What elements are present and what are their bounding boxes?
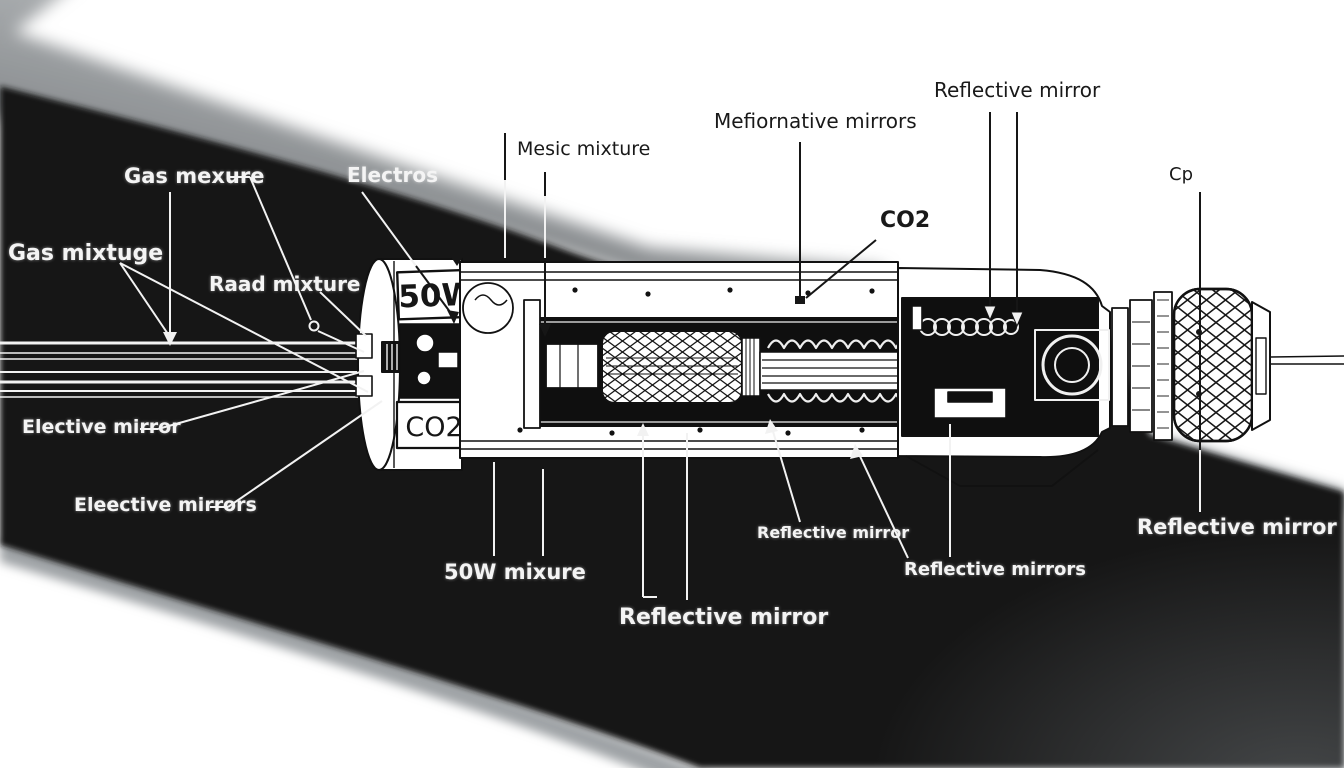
- callout-eleective-mirrors: Eleective mirrors: [74, 494, 257, 516]
- beam-lines: [0, 341, 378, 398]
- callout-cp: Cp: [1169, 164, 1193, 185]
- callout-raad-mixture: Raad mixture: [209, 272, 361, 296]
- callout-mesic-mixture: Mesic mixture: [517, 138, 651, 160]
- callout-reflective-mirror-top: Reflective mirror: [934, 78, 1101, 102]
- tube-body: [459, 261, 969, 459]
- callout-reflective-mirror-right: Reflective mirror: [1137, 515, 1337, 539]
- callout-electros: Electros: [347, 163, 439, 187]
- laser-tube-drawing: 50W CO2: [355, 258, 1344, 487]
- callout-co2: CO2: [880, 208, 931, 233]
- callout-gas-mixtuge: Gas mixtuge: [8, 241, 164, 266]
- callout-mefiornative-mirrors: Mefiornative mirrors: [714, 109, 917, 133]
- knurled-cylinder: [601, 330, 761, 404]
- lens-assembly: [1034, 329, 1110, 401]
- callout-reflective-mirror-mid: Reflective mirror: [757, 523, 910, 542]
- leader-lines-light: [119, 176, 1201, 600]
- knurled-knob: [1111, 287, 1344, 443]
- callout-gas-mexure: Gas mexure: [124, 164, 265, 188]
- output-beam-line: [1270, 355, 1344, 365]
- callout-elective-mirror: Elective mirror: [22, 416, 181, 438]
- callout-reflective-mirrors: Reflective mirrors: [904, 559, 1086, 580]
- background-corner-highlight: [871, 530, 1344, 768]
- leader-lines-dark: [415, 112, 1202, 450]
- roller-chain: [919, 318, 1019, 336]
- gas-panel: CO2: [395, 400, 473, 450]
- right-assembly: [897, 267, 1111, 487]
- callout-reflective-mirror-bottom: Reflective mirror: [619, 605, 829, 630]
- end-cap: 50W CO2: [355, 258, 478, 471]
- gas-panel-text: CO2: [405, 412, 462, 443]
- callout-50w-mixure: 50W mixure: [444, 560, 586, 584]
- inner-left-mechanism: [462, 282, 599, 429]
